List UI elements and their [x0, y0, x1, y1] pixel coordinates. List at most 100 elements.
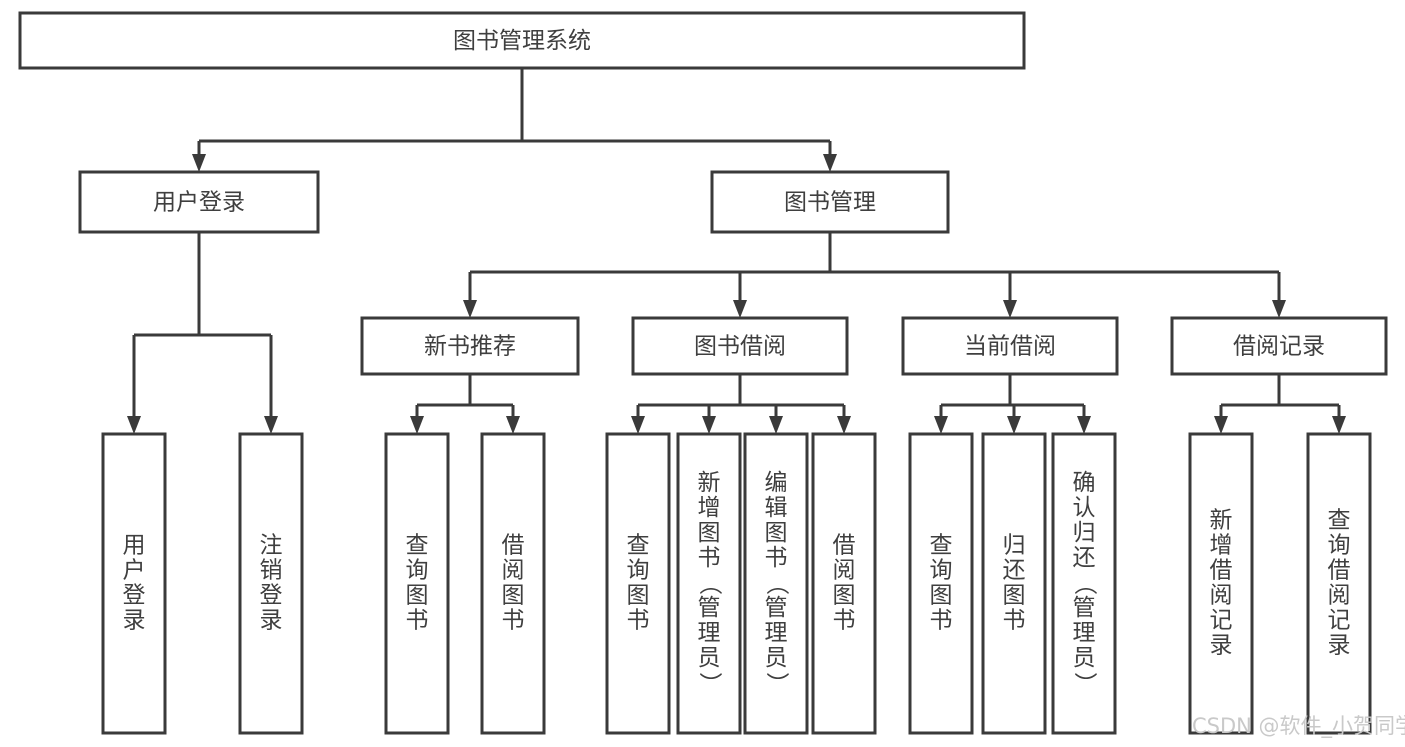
node-book-borrow[interactable]: 图书借阅: [631, 316, 849, 376]
node-box-book-borrow[interactable]: [631, 316, 849, 376]
arrow-head-icon: [1214, 416, 1228, 434]
arrow-head-icon: [127, 416, 141, 434]
node-label-char: 借: [502, 533, 525, 559]
node-label-char: 员: [698, 645, 721, 671]
node-box-borrow-record[interactable]: [1170, 316, 1388, 376]
node-label-char: 新: [698, 470, 721, 496]
node-box-leaf-borrow-book-2[interactable]: [811, 432, 877, 735]
arrow-head-icon: [410, 416, 424, 434]
node-label-char: 图: [698, 520, 721, 546]
node-box-leaf-query-record[interactable]: [1306, 432, 1372, 735]
arrow-head-icon: [506, 416, 520, 434]
node-box-leaf-query-book-2[interactable]: [605, 432, 671, 735]
node-label-char: （: [764, 572, 790, 595]
node-box-leaf-confirm-return[interactable]: [1051, 432, 1117, 735]
node-label-char: 查: [627, 533, 650, 559]
node-label-borrow-record: 借阅记录: [1233, 334, 1325, 360]
node-box-book-manage[interactable]: [710, 170, 950, 234]
node-box-leaf-query-book-1[interactable]: [384, 432, 450, 735]
node-label-char: 理: [698, 620, 721, 646]
node-label-char: 录: [1328, 633, 1351, 659]
arrow-head-icon: [264, 416, 278, 434]
node-root[interactable]: 图书管理系统: [18, 11, 1026, 70]
node-label-char: 管: [1073, 595, 1096, 621]
arrow-head-icon: [1003, 300, 1017, 318]
node-label-char: 书: [930, 608, 953, 634]
node-box-leaf-add-book[interactable]: [676, 432, 742, 735]
node-label-char: 录: [123, 608, 146, 634]
arrow-head-icon: [1272, 300, 1286, 318]
node-box-leaf-return-book[interactable]: [981, 432, 1047, 735]
node-label-char: 书: [406, 608, 429, 634]
node-label-char: 还: [1073, 545, 1096, 571]
node-new-book-recommend[interactable]: 新书推荐: [360, 316, 580, 376]
node-label-char: 查: [930, 533, 953, 559]
node-user-login[interactable]: 用户登录: [78, 170, 320, 234]
node-borrow-record[interactable]: 借阅记录: [1170, 316, 1388, 376]
node-box-leaf-user-login[interactable]: [101, 432, 167, 735]
node-label-char: 询: [627, 558, 650, 584]
node-label-char: （: [697, 572, 723, 595]
node-box-root[interactable]: [18, 11, 1026, 70]
node-label-char: 图: [627, 583, 650, 609]
node-box-user-login[interactable]: [78, 170, 320, 234]
node-book-manage[interactable]: 图书管理: [710, 170, 950, 234]
node-label-char: 管: [765, 595, 788, 621]
arrow-head-icon: [733, 300, 747, 318]
node-label-char: 询: [406, 558, 429, 584]
node-box-leaf-edit-book[interactable]: [743, 432, 809, 735]
node-label-char: ）: [697, 672, 723, 695]
node-box-leaf-borrow-book-1[interactable]: [480, 432, 546, 735]
node-label-char: 辑: [765, 495, 788, 521]
connector-group-borrow-to-leaves: [631, 374, 851, 434]
node-leaf-user-login[interactable]: 用户登录: [101, 432, 167, 735]
node-label-char: 归: [1073, 520, 1096, 546]
node-label-char: ）: [764, 672, 790, 695]
node-label-char: 图: [406, 583, 429, 609]
connector-group-root-to-level2: [192, 68, 837, 172]
node-label-current-borrow: 当前借阅: [964, 334, 1056, 360]
node-label-book-borrow: 图书借阅: [694, 334, 786, 360]
node-label-char: 管: [698, 595, 721, 621]
node-label-char: 认: [1073, 495, 1096, 521]
node-label-char: 书: [765, 545, 788, 571]
node-label-char: 归: [1003, 533, 1026, 559]
node-label-char: 查: [406, 533, 429, 559]
node-current-borrow[interactable]: 当前借阅: [901, 316, 1119, 376]
node-box-leaf-query-book-3[interactable]: [908, 432, 974, 735]
arrow-head-icon: [463, 300, 477, 318]
node-box-new-book-recommend[interactable]: [360, 316, 580, 376]
node-label-char: 书: [502, 608, 525, 634]
node-box-leaf-add-record[interactable]: [1188, 432, 1254, 735]
node-label-char: 员: [765, 645, 788, 671]
node-label-char: 阅: [833, 558, 856, 584]
node-box-current-borrow[interactable]: [901, 316, 1119, 376]
node-label-char: 询: [1328, 533, 1351, 559]
node-label-char: 书: [698, 545, 721, 571]
connectors-layer: [127, 68, 1346, 434]
node-label-char: 用: [123, 533, 146, 559]
node-label-char: 登: [260, 583, 283, 609]
node-box-leaf-user-logout[interactable]: [238, 432, 304, 735]
node-label-char: 理: [765, 620, 788, 646]
